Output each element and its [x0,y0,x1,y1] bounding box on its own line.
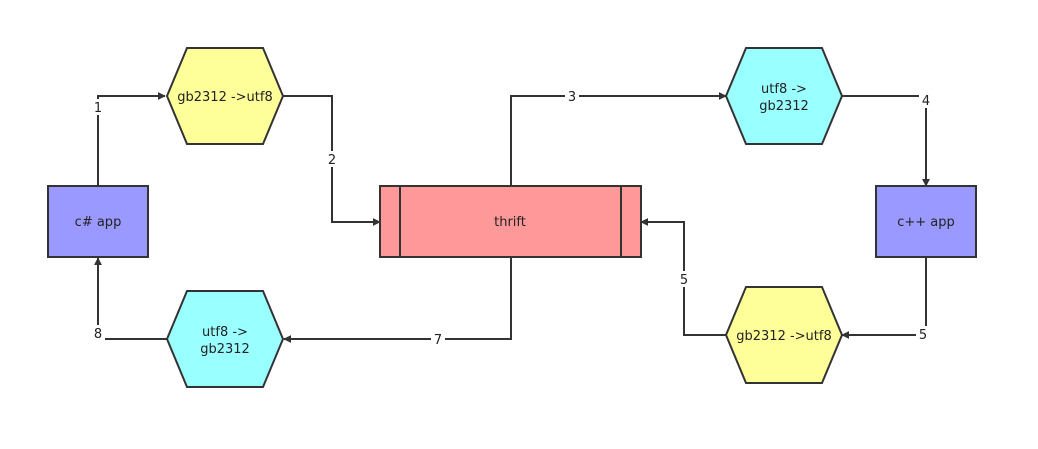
hex-bottom-right-shape [724,286,844,384]
edge-label-3: 3 [568,90,576,105]
hex-top-left-shape [165,47,285,145]
edge-label-5b-group: 5 [677,271,691,288]
thrift-label: thrift [494,215,526,230]
edge-label-2-group: 2 [325,151,339,168]
hex-bottom-left-line-2: gb2312 [200,342,250,357]
node-thrift[interactable]: thrift [379,185,642,258]
hex-top-left-line-1: gb2312 ->utf8 [177,90,273,105]
hex-top-right-shape [724,47,844,145]
edge-label-4-group: 4 [919,92,933,109]
csharp-app-label: c# app [75,215,122,230]
edge-4 [842,95,930,187]
node-csharp-app[interactable]: c# app [47,185,149,258]
node-hex-bottom-left[interactable]: utf8 -> gb2312 [165,290,285,388]
cpp-app-box [875,185,977,258]
node-hex-bottom-right[interactable]: gb2312 ->utf8 [724,286,844,384]
edge-label-1: 1 [94,101,102,116]
node-hex-top-right[interactable]: utf8 -> gb2312 [724,47,844,145]
edge-label-7: 7 [434,333,442,348]
edge-label-5a: 5 [919,328,927,343]
hex-bottom-right-line-1: gb2312 ->utf8 [736,329,832,344]
node-hex-top-left[interactable]: gb2312 ->utf8 [165,47,285,145]
edge-label-1-group: 1 [91,99,105,116]
edge-label-2: 2 [328,153,336,168]
hex-bottom-left-line-1: utf8 -> [202,325,248,340]
edge-label-7-group: 7 [431,331,445,348]
edge-label-8: 8 [94,327,102,342]
edge-label-3-group: 3 [565,88,579,105]
edge-label-8-group: 8 [91,325,105,342]
edge-8 [94,257,167,340]
edge-5-into-hex [841,257,927,339]
hex-top-right-line-2: gb2312 [759,99,809,114]
csharp-app-box [47,185,149,258]
edge-label-5a-group: 5 [916,326,930,343]
edge-7 [283,257,512,343]
edge-3 [510,92,727,186]
hex-bottom-left-shape [165,290,285,388]
edge-label-4: 4 [922,94,930,109]
cpp-app-label: c++ app [897,215,955,230]
thrift-box [379,185,642,258]
hex-top-right-line-1: utf8 -> [761,82,807,97]
edge-1 [97,92,166,186]
node-cpp-app[interactable]: c++ app [875,185,977,258]
edge-label-5b: 5 [680,273,688,288]
